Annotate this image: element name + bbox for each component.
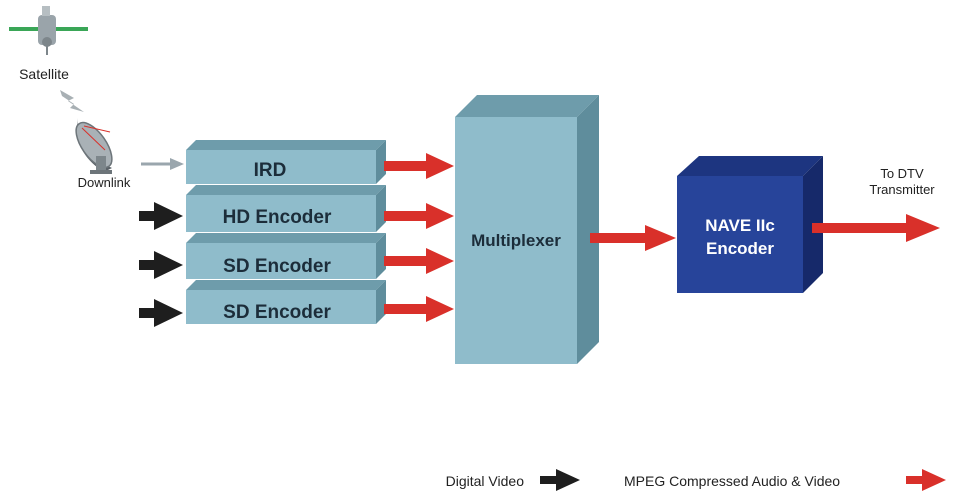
satellite-dish-icon [75,118,113,174]
source-box-label: HD Encoder [223,207,332,228]
mpeg-arrow [384,153,454,179]
satellite-icon [9,6,88,55]
nave-encoder-label-line1: NAVE IIc [705,216,775,235]
signal-bolt-icon [60,90,84,112]
multiplexer-box: Multiplexer [455,95,599,364]
nave-encoder-box: NAVE IIc Encoder [677,156,823,293]
downlink-arrow [141,158,184,170]
legend-digital-video-label: Digital Video [446,473,525,489]
source-box-1: IRD [186,140,386,184]
mpeg-arrow [384,296,454,322]
output-arrow [812,214,940,242]
source-box-4: SD Encoder [186,280,386,324]
legend-mpeg-label: MPEG Compressed Audio & Video [624,473,840,489]
digital-video-arrow [139,251,183,279]
output-label-line1: To DTV [880,166,924,181]
mpeg-arrow [384,248,454,274]
source-box-label: SD Encoder [223,256,331,277]
legend-black-arrow [540,469,580,491]
source-box-label: IRD [254,160,287,181]
downlink-label: Downlink [78,175,131,190]
digital-video-arrow [139,202,183,230]
legend: Digital Video MPEG Compressed Audio & Vi… [446,469,946,491]
satellite-label: Satellite [19,66,69,82]
output-label-line2: Transmitter [869,182,935,197]
digital-video-arrow [139,299,183,327]
legend-red-arrow [906,469,946,491]
mpeg-arrow [590,225,676,251]
multiplexer-label: Multiplexer [471,231,561,250]
source-box-3: SD Encoder [186,233,386,279]
source-box-label: SD Encoder [223,302,331,323]
mpeg-arrow [384,203,454,229]
nave-encoder-label-line2: Encoder [706,239,774,258]
source-box-2: HD Encoder [186,185,386,232]
